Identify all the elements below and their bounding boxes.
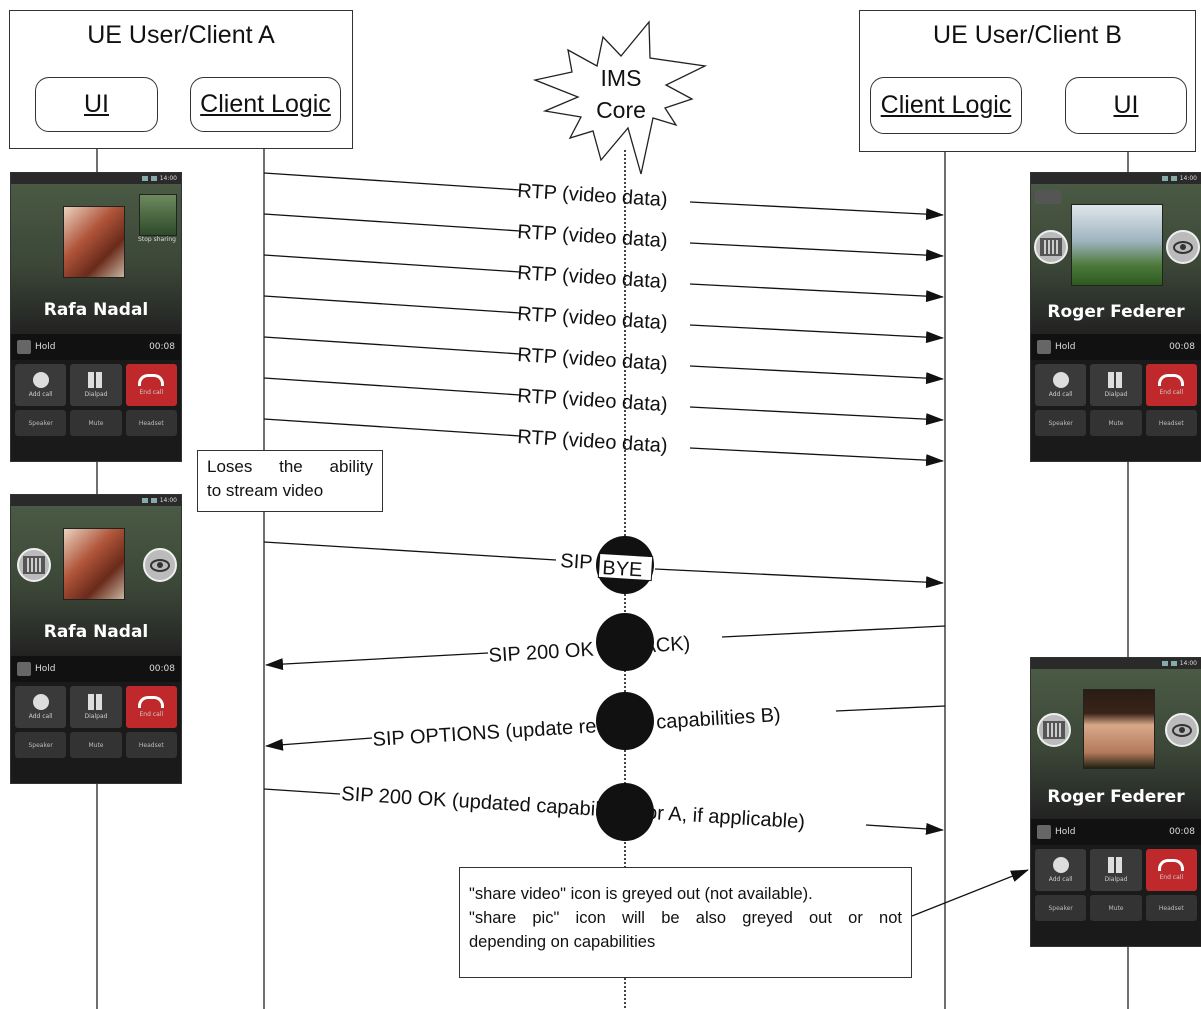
client-b-title: UE User/Client B bbox=[933, 21, 1122, 49]
caller-photo-federer bbox=[1083, 689, 1155, 769]
client-a-logic: Client Logic bbox=[190, 77, 341, 132]
end-call-button[interactable]: End call bbox=[1145, 364, 1197, 406]
rtp-label-5: RTP (video data) bbox=[517, 344, 669, 375]
hold-button[interactable]: Hold bbox=[1037, 825, 1076, 839]
client-b-ui: UI bbox=[1065, 77, 1187, 134]
headset-button[interactable]: Headset bbox=[1145, 895, 1197, 921]
video-stream-federer bbox=[1071, 204, 1163, 286]
end-call-button[interactable]: End call bbox=[125, 686, 177, 728]
headset-button[interactable]: Headset bbox=[125, 410, 177, 436]
hold-button[interactable]: Hold bbox=[17, 662, 56, 676]
speaker-button[interactable]: Speaker bbox=[15, 732, 67, 758]
call-timer: 00:08 bbox=[149, 664, 175, 674]
add-call-button[interactable]: Add call bbox=[1035, 849, 1087, 891]
add-call-button[interactable]: Add call bbox=[15, 364, 67, 406]
client-a-title: UE User/Client A bbox=[87, 21, 275, 49]
sip-200-bye-label: SIP 200 OK (bye ACK) bbox=[488, 633, 691, 667]
end-call-button[interactable]: End call bbox=[125, 364, 177, 406]
caller-name-a: Rafa Nadal bbox=[43, 300, 149, 320]
rtp-label-6: RTP (video data) bbox=[517, 385, 669, 416]
share-pic-icon[interactable] bbox=[17, 548, 51, 582]
sip-options-label: SIP OPTIONS (update request, capabilitie… bbox=[372, 704, 781, 751]
call-timer: 00:08 bbox=[149, 342, 175, 352]
add-call-button[interactable]: Add call bbox=[15, 686, 67, 728]
speaker-button[interactable]: Speaker bbox=[1035, 895, 1087, 921]
stop-sharing-label[interactable]: Stop sharing bbox=[138, 236, 176, 243]
sip-200-caps-label: SIP 200 OK (updated capabilities for A, … bbox=[341, 783, 806, 833]
add-call-button[interactable]: Add call bbox=[1035, 364, 1087, 406]
sip-bye-label: SIP bbox=[560, 550, 594, 574]
caller-name-a: Rafa Nadal bbox=[43, 622, 149, 642]
caller-name-b: Roger Federer bbox=[1047, 787, 1185, 807]
mute-button[interactable]: Mute bbox=[70, 410, 122, 436]
client-a-ui: UI bbox=[35, 77, 158, 132]
note-pointer-arrow bbox=[911, 869, 1029, 917]
sip-options-arrow bbox=[266, 705, 946, 746]
speaker-button[interactable]: Speaker bbox=[1035, 410, 1087, 436]
mute-button[interactable]: Mute bbox=[1090, 895, 1142, 921]
ims-nodes bbox=[596, 536, 654, 841]
mute-button[interactable]: Mute bbox=[1090, 410, 1142, 436]
rtp-label-3: RTP (video data) bbox=[517, 262, 669, 293]
share-pic-icon[interactable] bbox=[1034, 230, 1068, 264]
headset-button[interactable]: Headset bbox=[125, 732, 177, 758]
caller-photo-nadal bbox=[63, 206, 125, 278]
share-video-icon[interactable] bbox=[143, 548, 177, 582]
sip-bye-word: BYE bbox=[602, 557, 643, 581]
dialpad-button[interactable]: Dialpad bbox=[70, 364, 122, 406]
hold-button[interactable]: Hold bbox=[1037, 340, 1076, 354]
ims-core-starburst bbox=[532, 20, 708, 175]
dialpad-button[interactable]: Dialpad bbox=[70, 686, 122, 728]
caller-name-b: Roger Federer bbox=[1047, 302, 1185, 322]
rtp-label-2: RTP (video data) bbox=[517, 221, 669, 252]
stop-receiving-label bbox=[1035, 190, 1061, 204]
sip-bye-arrow bbox=[263, 541, 943, 583]
ims-core-label-2: Core bbox=[596, 97, 646, 123]
rtp-label-4: RTP (video data) bbox=[517, 303, 669, 334]
ims-core-label-1: IMS bbox=[601, 65, 642, 91]
hold-button[interactable]: Hold bbox=[17, 340, 56, 354]
caller-photo-nadal bbox=[63, 528, 125, 600]
speaker-button[interactable]: Speaker bbox=[15, 410, 67, 436]
end-call-button[interactable]: End call bbox=[1145, 849, 1197, 891]
share-video-icon[interactable] bbox=[1166, 230, 1200, 264]
client-b-box: UE User/Client B Client Logic UI bbox=[859, 10, 1196, 152]
call-timer: 00:08 bbox=[1169, 342, 1195, 352]
sip-200-bye-arrow bbox=[266, 625, 946, 665]
dialpad-button[interactable]: Dialpad bbox=[1090, 364, 1142, 406]
share-video-icon[interactable] bbox=[1165, 713, 1199, 747]
call-timer: 00:08 bbox=[1169, 827, 1195, 837]
sip-200-caps-arrow bbox=[263, 788, 943, 830]
note-loses-ability: Loses the ability to stream video bbox=[197, 450, 383, 512]
rtp-label-7: RTP (video data) bbox=[517, 426, 669, 457]
dialpad-button[interactable]: Dialpad bbox=[1090, 849, 1142, 891]
mute-button[interactable]: Mute bbox=[70, 732, 122, 758]
note-share-video: "share video" icon is greyed out (not av… bbox=[459, 867, 912, 978]
client-b-logic: Client Logic bbox=[870, 77, 1022, 134]
client-a-box: UE User/Client A UI Client Logic bbox=[9, 10, 353, 149]
share-pic-icon[interactable] bbox=[1037, 713, 1071, 747]
headset-button[interactable]: Headset bbox=[1145, 410, 1197, 436]
rtp-label-1: RTP (video data) bbox=[517, 180, 669, 211]
video-preview-thumb bbox=[139, 194, 177, 236]
rtp-arrows bbox=[263, 172, 943, 461]
